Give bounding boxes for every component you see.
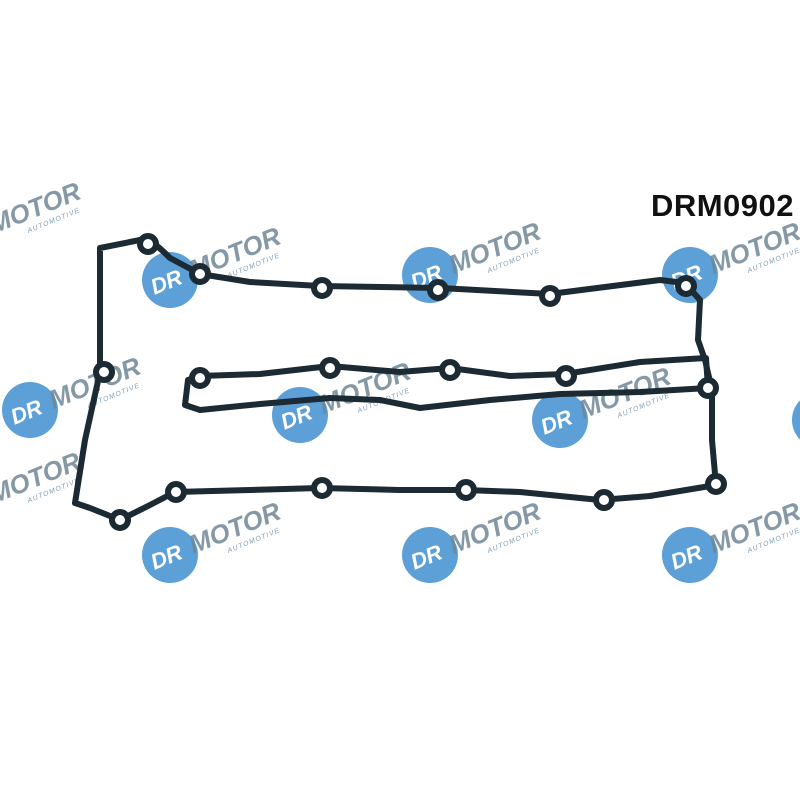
bolt-hole bbox=[427, 279, 449, 301]
bolt-hole bbox=[439, 359, 461, 381]
watermark-logo: DR MOTOR AUTOMOTIVE bbox=[792, 392, 800, 448]
product-code-label: DRM0902 bbox=[650, 188, 794, 223]
bolt-hole bbox=[705, 473, 727, 495]
svg-text:DR: DR bbox=[797, 404, 800, 439]
bolt-hole bbox=[109, 509, 131, 531]
bolt-hole bbox=[539, 285, 561, 307]
bolt-hole bbox=[455, 479, 477, 501]
bolt-hole bbox=[311, 477, 333, 499]
bolt-hole bbox=[697, 377, 719, 399]
bolt-hole bbox=[137, 233, 159, 255]
bolt-hole bbox=[555, 365, 577, 387]
bolt-hole bbox=[593, 489, 615, 511]
gasket-outer-loop bbox=[72, 236, 719, 523]
bolt-hole bbox=[311, 277, 333, 299]
bolt-hole bbox=[675, 275, 697, 297]
bolt-hole bbox=[189, 367, 211, 389]
bolt-hole bbox=[319, 357, 341, 379]
bolt-hole bbox=[189, 263, 211, 285]
bolt-hole bbox=[93, 361, 115, 383]
bolt-hole bbox=[165, 481, 187, 503]
